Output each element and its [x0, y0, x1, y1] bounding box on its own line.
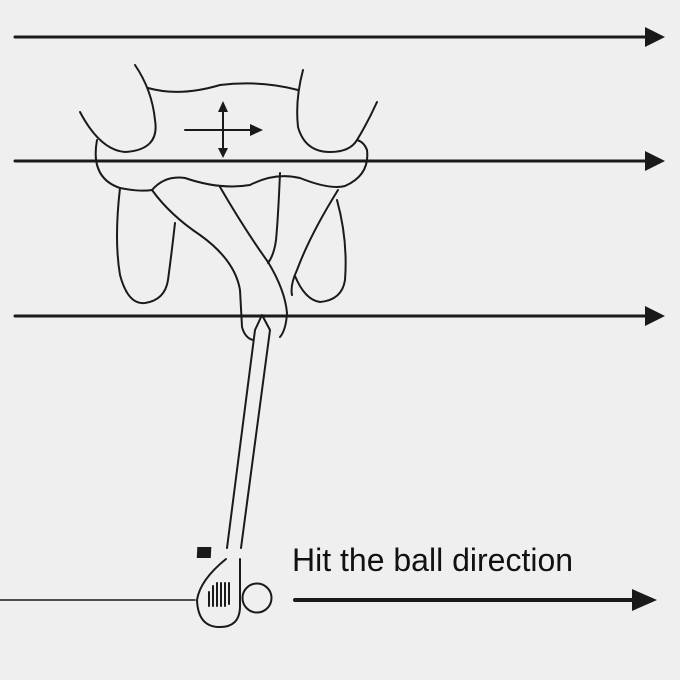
hands-grip-icon	[79, 64, 378, 341]
move-cross-arrow-icon	[184, 101, 263, 158]
direction-arrow-2	[13, 151, 665, 171]
direction-arrow-3	[13, 306, 665, 326]
caption-text: Hit the ball direction	[292, 542, 574, 578]
golf-club-icon	[196, 314, 271, 629]
ball-direction-arrow	[0, 589, 657, 611]
direction-arrow-1	[13, 27, 665, 47]
golf-ball-icon	[241, 582, 273, 614]
